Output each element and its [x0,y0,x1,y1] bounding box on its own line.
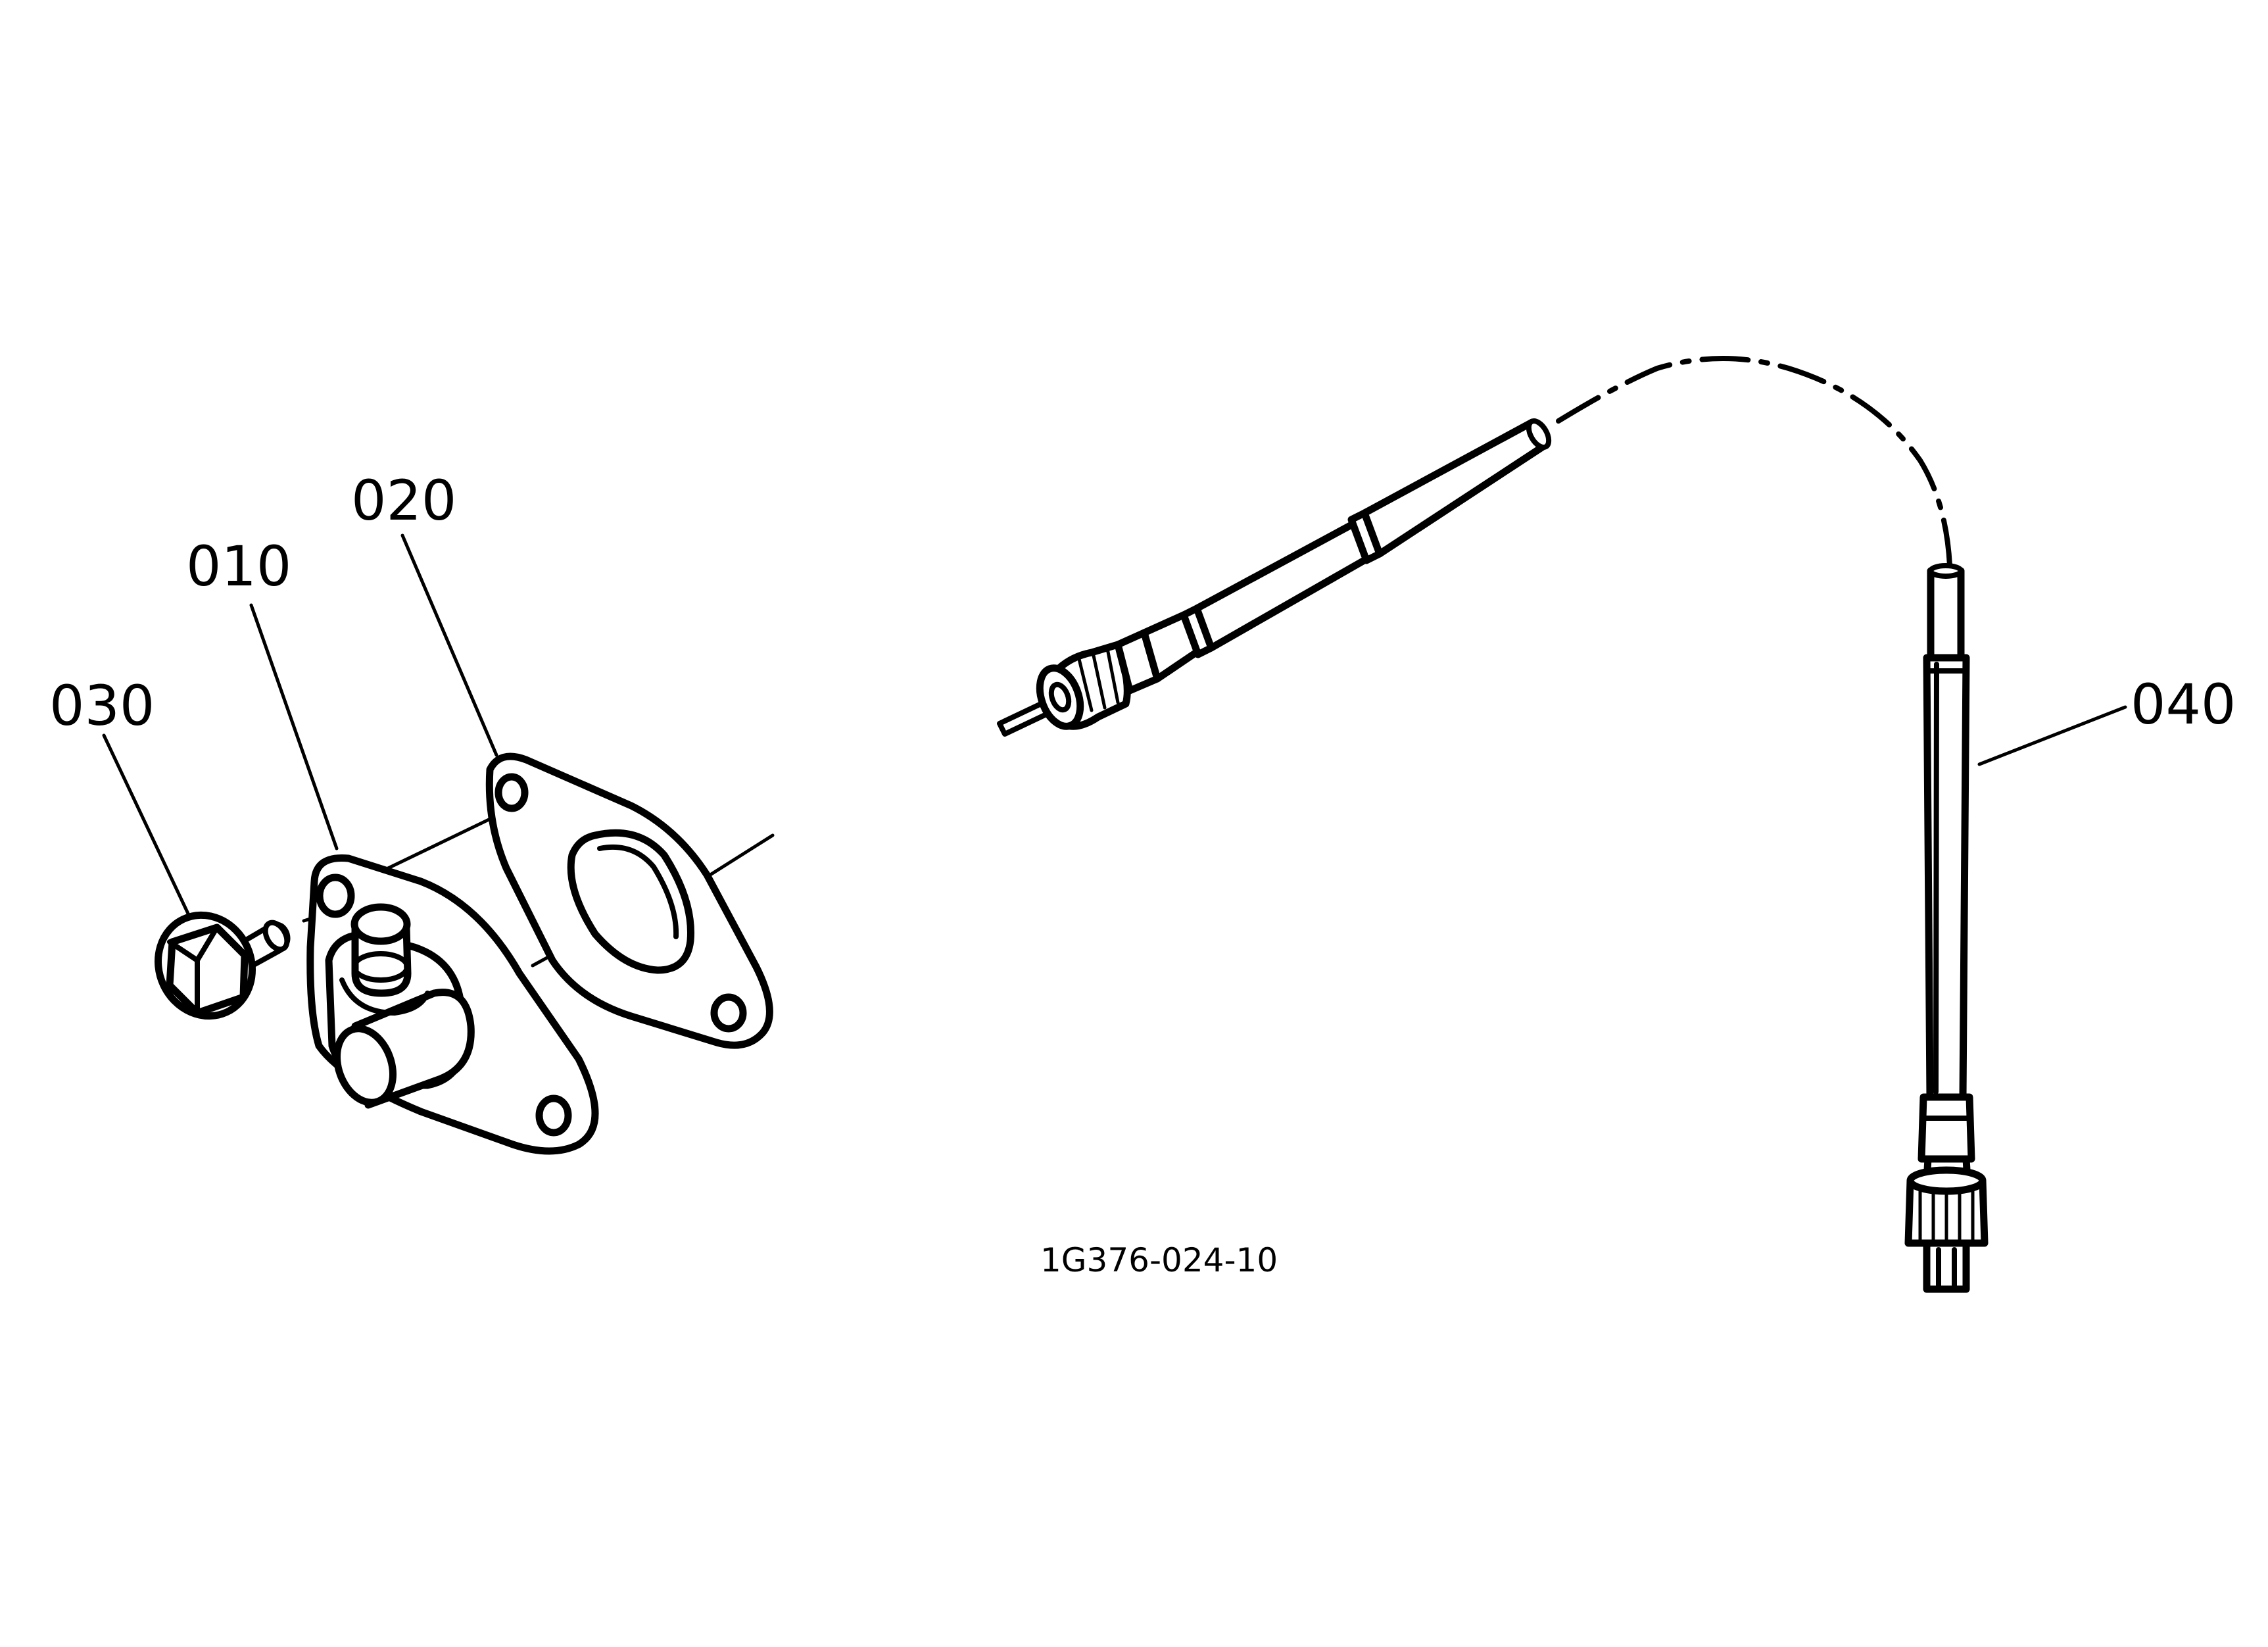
callout-010: 010 [186,534,291,599]
leader-040 [1977,705,2127,766]
leader-020 [400,533,498,757]
part-020-gasket [485,752,773,1049]
callout-020: 020 [351,468,456,533]
drawing-number: 1G376-024-10 [1040,1241,1278,1279]
part-040-speedometer-cable [997,356,1989,1293]
part-010-drive-housing [306,854,599,1155]
part-030-flange-bolt [155,911,291,1020]
leader-010 [249,603,339,850]
leader-030 [102,733,196,928]
callout-labels: 030 010 020 040 [49,468,2236,738]
leader-lines [102,533,2127,928]
callout-040: 040 [2131,672,2236,737]
callout-030: 030 [49,674,155,738]
